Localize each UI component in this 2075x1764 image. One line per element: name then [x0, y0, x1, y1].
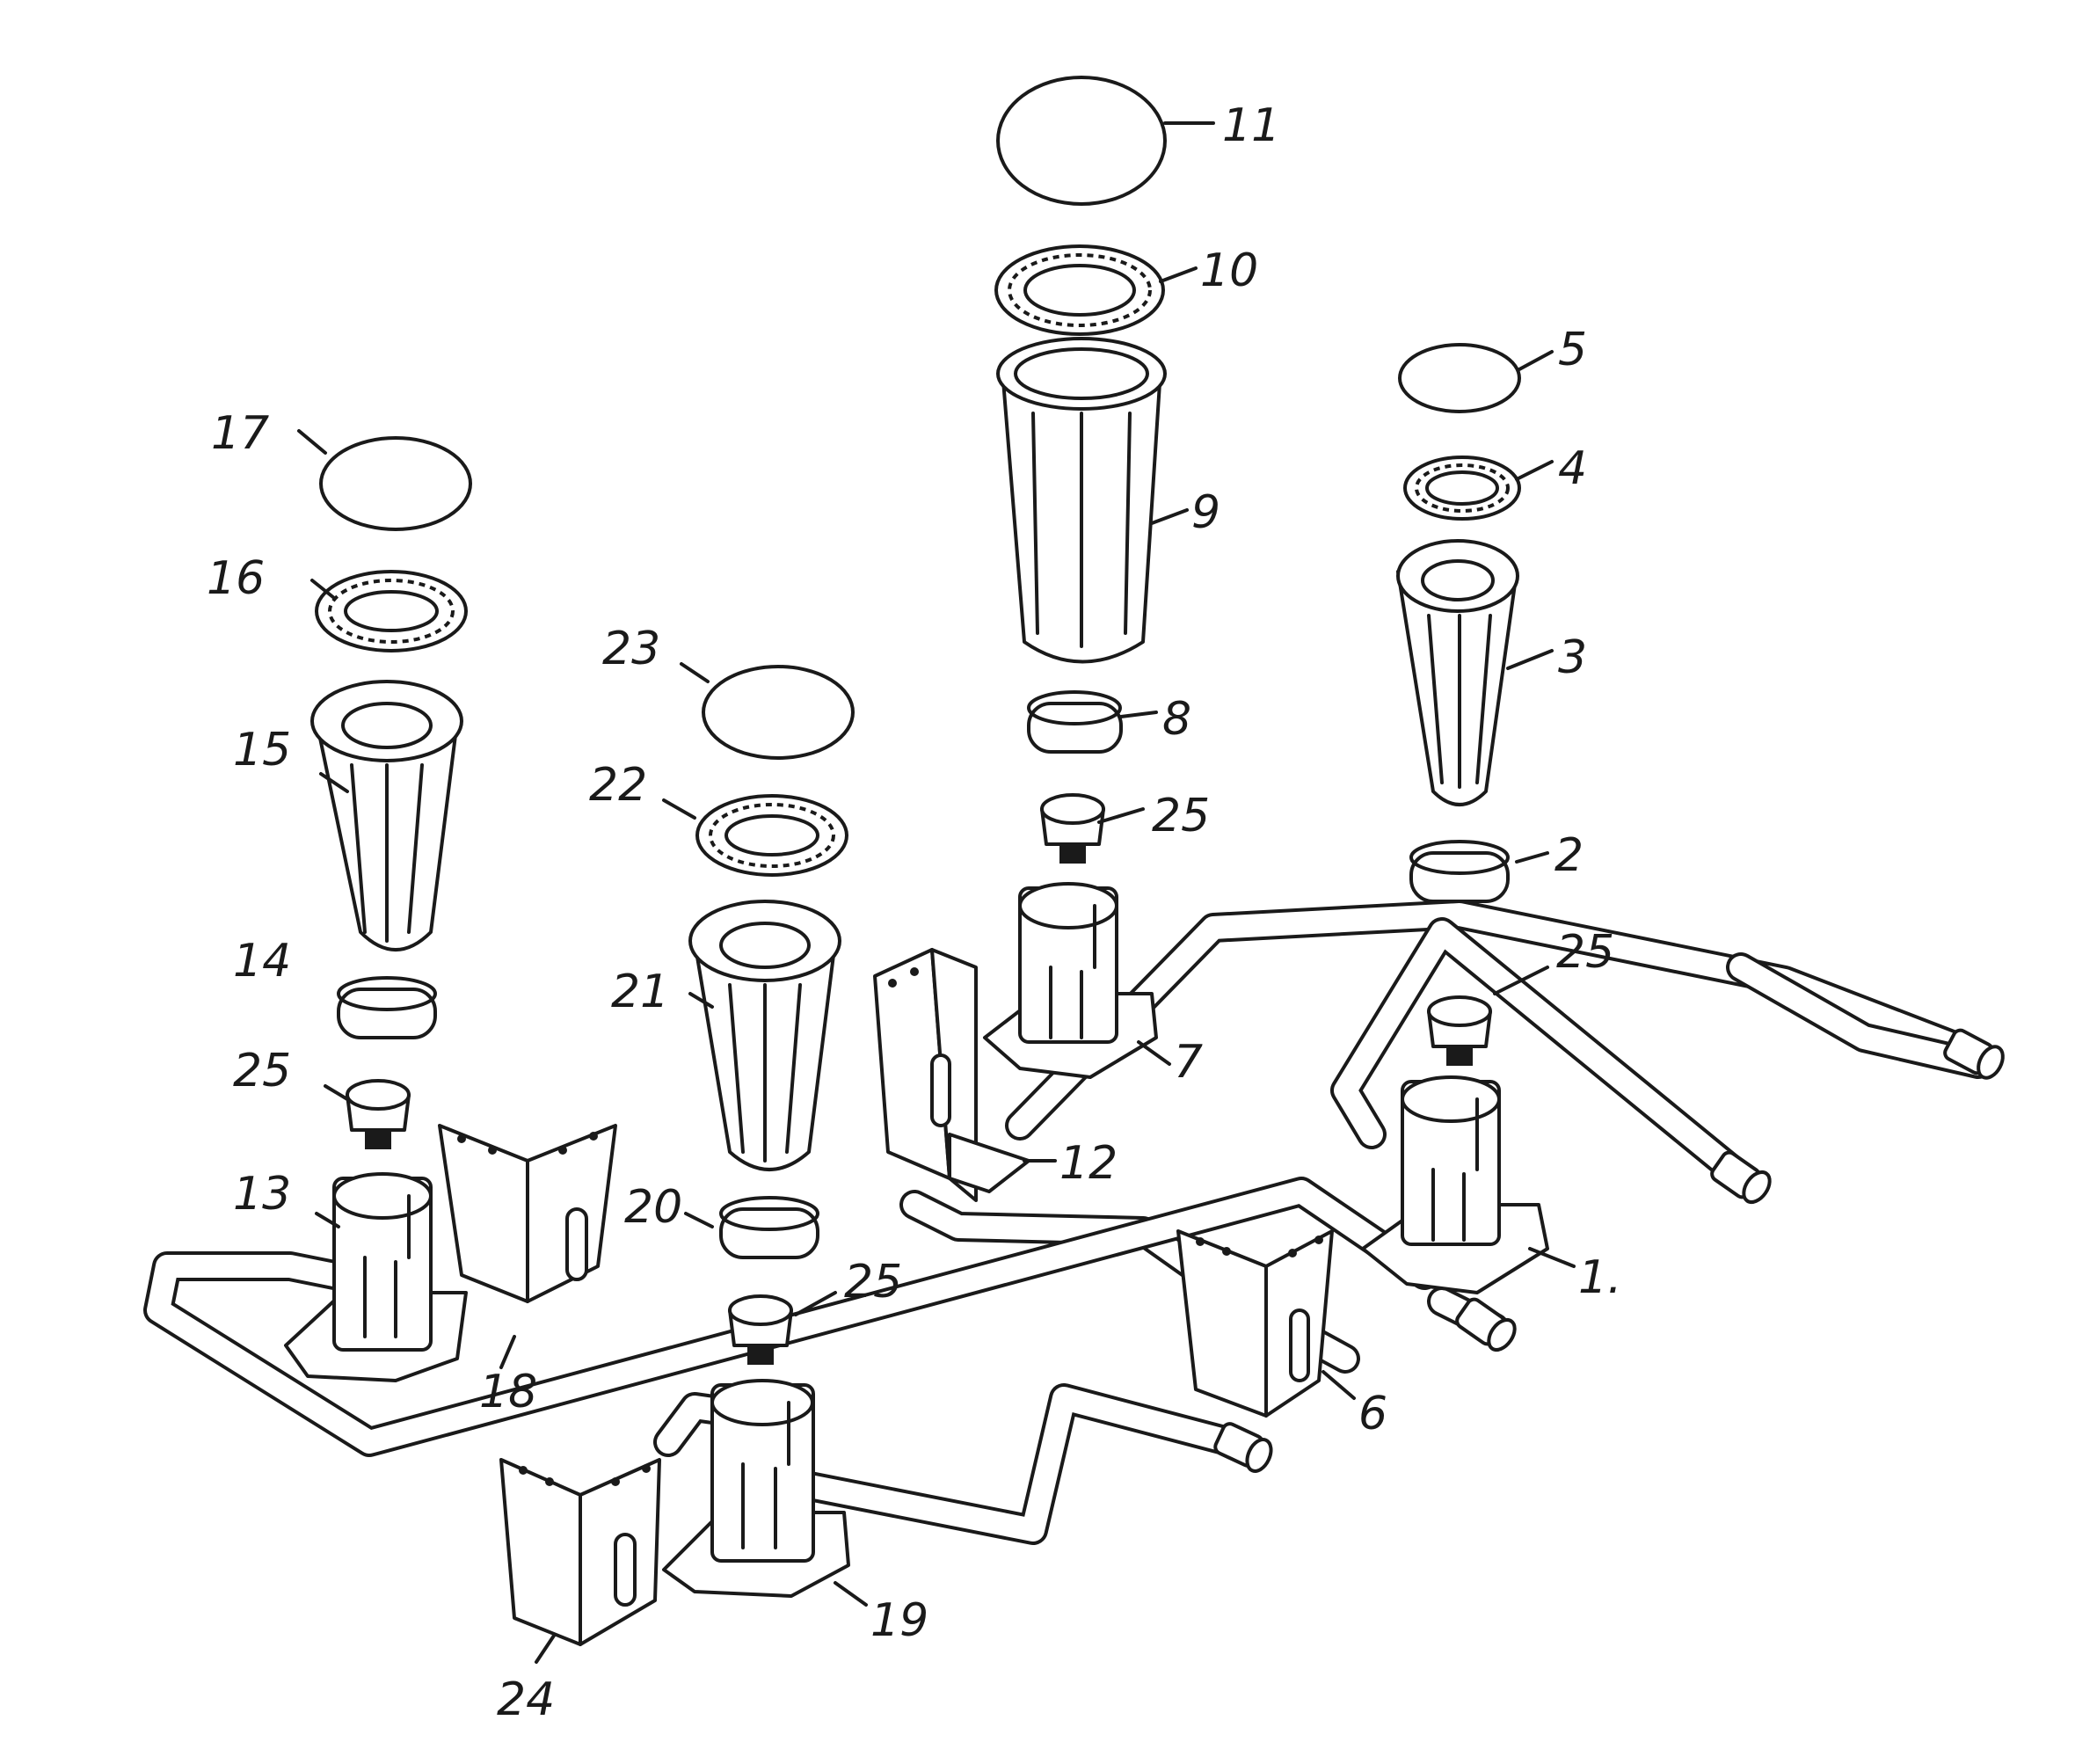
injector-25-1 — [1427, 995, 1492, 1066]
label-22: 22 — [589, 759, 647, 812]
label-2: 2 — [1554, 829, 1584, 882]
label-23: 23 — [602, 623, 660, 675]
clamp-ring-14 — [337, 976, 437, 1039]
label-10: 10 — [1200, 244, 1258, 297]
label-1: 1. — [1578, 1251, 1622, 1304]
reference-numerals: 1. 2 3 4 5 6 7 8 9 10 11 12 13 14 15 16 … — [207, 99, 1622, 1726]
burner-cap-17 — [319, 436, 472, 531]
tube-end-fitting-1 — [1943, 1028, 2005, 1080]
label-21: 21 — [611, 966, 669, 1018]
label-18: 18 — [479, 1366, 537, 1418]
flame-spreader-4 — [1403, 456, 1521, 521]
label-13: 13 — [233, 1168, 291, 1221]
burner-cup-15 — [310, 680, 463, 951]
burner-cap-5 — [1398, 343, 1521, 413]
burner-base-13 — [284, 1172, 468, 1382]
label-6: 6 — [1358, 1388, 1387, 1440]
label-8: 8 — [1162, 693, 1191, 746]
burner-base-1 — [1361, 1075, 1549, 1294]
label-15: 15 — [233, 724, 291, 776]
burner-cap-11 — [996, 76, 1167, 206]
injector-25-2 — [1040, 793, 1105, 864]
bracket-24 — [499, 1458, 661, 1646]
label-25-a: 25 — [1556, 926, 1614, 979]
label-20: 20 — [624, 1181, 682, 1234]
burner-cup-9 — [996, 337, 1167, 664]
burner-base-7 — [983, 882, 1158, 1079]
label-16: 16 — [207, 552, 265, 605]
label-19: 19 — [870, 1594, 928, 1647]
flame-spreader-22 — [695, 794, 848, 877]
leader-lines — [297, 121, 1576, 1664]
label-14: 14 — [233, 935, 291, 988]
injector-25-3 — [346, 1079, 411, 1149]
clamp-ring-8 — [1027, 690, 1123, 754]
label-3: 3 — [1558, 631, 1587, 684]
label-11: 11 — [1222, 99, 1280, 152]
burner-base-19 — [662, 1379, 850, 1598]
bracket-12 — [873, 948, 1030, 1202]
label-25-c: 25 — [233, 1045, 291, 1097]
burner-cup-3 — [1396, 539, 1519, 806]
label-5: 5 — [1558, 324, 1587, 376]
label-12: 12 — [1059, 1137, 1118, 1190]
label-7: 7 — [1174, 1036, 1203, 1089]
label-24: 24 — [497, 1673, 555, 1726]
label-25-b: 25 — [1152, 790, 1210, 842]
label-25-d: 25 — [844, 1256, 902, 1308]
tube-end-fitting-2 — [1710, 1150, 1772, 1205]
injector-25-4 — [728, 1294, 793, 1365]
label-4: 4 — [1558, 442, 1587, 495]
tube-end-fitting-3 — [1455, 1297, 1517, 1352]
clamp-ring-2 — [1409, 840, 1510, 903]
label-17: 17 — [211, 407, 269, 460]
clamp-ring-20 — [719, 1196, 819, 1259]
label-9: 9 — [1191, 486, 1220, 539]
tube-end-fitting-4 — [1213, 1422, 1273, 1473]
flame-spreader-10 — [994, 244, 1165, 336]
burner-cap-23 — [702, 665, 855, 760]
bracket-18 — [438, 1124, 617, 1303]
burner-cup-21 — [688, 900, 841, 1171]
flame-spreader-16 — [315, 570, 468, 652]
bracket-6 — [1176, 1229, 1334, 1418]
